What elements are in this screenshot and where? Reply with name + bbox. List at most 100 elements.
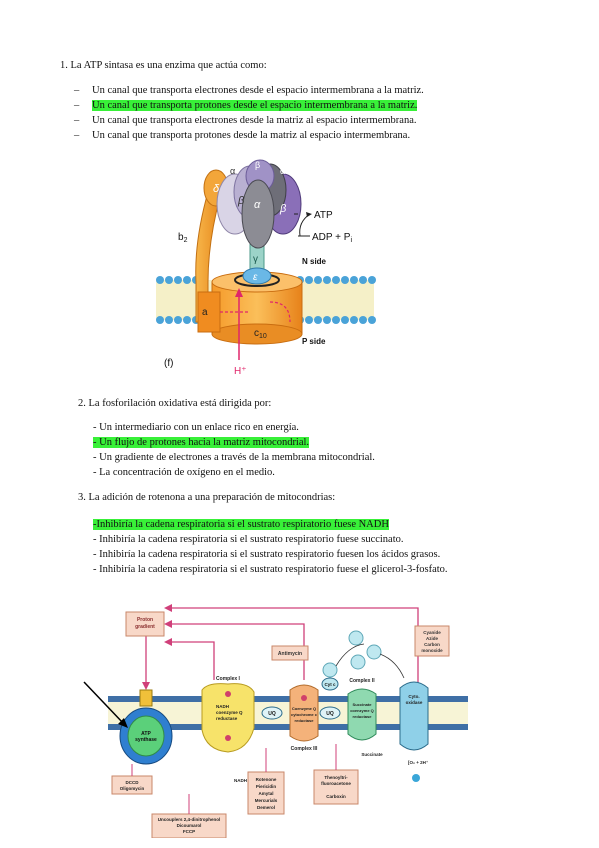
hplus-label: H⁺ <box>234 366 247 377</box>
inhibitor-lines <box>131 744 337 814</box>
cytochrome-c-circles <box>322 630 382 678</box>
cyanide-label: Cyanide <box>423 630 441 635</box>
q1-option-2: – Un canal que transporta protones desde … <box>74 99 418 113</box>
question-2-title: 2. La fosforilación oxidativa está dirig… <box>78 398 272 409</box>
option-dash: – <box>74 100 80 111</box>
complex-iii <box>289 684 319 742</box>
fluoroacetone-label: fluoroacetone <box>321 781 351 786</box>
q3-option-4: - Inhibiría la cadena respiratoria si el… <box>93 564 448 575</box>
q1-option-4: – Un canal que transporta protones desde … <box>74 129 410 143</box>
q1-option-1: – Un canal que transporta electrones desd… <box>74 84 424 98</box>
antimycin-label: Antimycin <box>278 651 302 657</box>
delta-label: δ <box>213 183 220 195</box>
q2-option-4: - La concentración de oxígeno en el medi… <box>93 467 275 478</box>
respiratory-chain-figure: Proton gradient Antimycin Cyanide Azide … <box>83 604 468 838</box>
question-3-title: 3. La adición de rotenona a una preparac… <box>78 492 336 503</box>
coq-box-label: cytochrome c <box>291 712 318 717</box>
carbon-label: Carbon <box>424 642 440 647</box>
dccd-box <box>111 775 153 795</box>
option-dash: – <box>74 85 80 96</box>
ubiquinone: UQ <box>261 706 283 720</box>
option-dash: – <box>74 130 80 141</box>
cyt-c-label: Cyt c <box>324 682 336 687</box>
dccd-label: DCCD <box>126 780 140 785</box>
oxygen-label: [O₂ + 2H⁺ <box>408 760 429 765</box>
atp-synthase-label: synthase <box>135 737 157 743</box>
epsilon-subunit <box>242 267 272 285</box>
complex-i-label: Complex I <box>216 676 241 682</box>
thenoyl-box <box>313 769 359 805</box>
dicoumarol-label: Dicoumarol <box>177 823 202 828</box>
q1-option-3: –Un canal que transporta electrones desd… <box>74 114 416 128</box>
rotenone-label: Rotenone <box>256 777 277 782</box>
c-ring <box>197 271 303 345</box>
f1-head <box>216 159 302 249</box>
p-side-label: P side <box>302 337 326 346</box>
beta-label: β <box>255 160 260 170</box>
epsilon-label: ε <box>253 272 258 283</box>
proton-flow-lines <box>142 604 419 700</box>
q2-option-2: - Un flujo de protones hacia la matriz m… <box>93 436 310 450</box>
piericidin-label: Piericidin <box>256 784 277 789</box>
q3-option-1: -Inhibiría la cadena respiratoria si el … <box>93 518 389 532</box>
uncouplers-box <box>151 813 227 838</box>
proton-gradient-label: Proton <box>137 617 153 623</box>
demerol-label: Demerol <box>257 805 275 810</box>
alpha-label: α <box>254 199 261 211</box>
complex-i <box>201 683 255 753</box>
option-text-highlighted: - Un flujo de protones hacia la matriz m… <box>93 437 310 448</box>
c10-label: c10 <box>254 328 267 340</box>
proton-path <box>220 288 291 360</box>
complex-iii-label: Complex III <box>291 746 318 752</box>
nadh-box-label: NADH <box>216 704 229 709</box>
q2-option-1: - Un intermediario con un enlace rico en… <box>93 422 299 433</box>
proton-gradient-label: gradient <box>135 624 155 630</box>
coq-box-label: reductase <box>295 718 315 723</box>
a-subunit-label: a <box>202 307 208 318</box>
cytochrome-oxidase <box>399 681 429 751</box>
atp-synthase <box>119 689 173 765</box>
succinate-label: Succinate <box>361 752 383 757</box>
mercurials-label: Mercurials <box>255 798 278 803</box>
option-text-highlighted: -Inhibiría la cadena respiratoria si el … <box>93 519 389 530</box>
proton-gradient-box <box>125 611 165 637</box>
alpha-label: α <box>230 166 235 176</box>
complex-ii-label: Complex II <box>349 678 375 684</box>
beta-label: β <box>279 203 287 215</box>
succ-box-label: reductase <box>353 714 373 719</box>
atp-label: ATP <box>314 210 333 221</box>
azide-label: Azide <box>426 636 438 641</box>
atp-synthase-figure: δ α β α β α β γ ε ATP ADP + Pi b2 N side… <box>156 159 376 377</box>
q2-option-3: - Un gradiente de electrones a través de… <box>93 452 375 463</box>
thenoyl-label: Thenoyltri- <box>324 775 348 780</box>
uq-label: UQ <box>326 711 334 717</box>
alpha-label: α <box>280 166 285 176</box>
cyto-oxidase-label: oxidase <box>406 700 423 705</box>
panel-label: (f) <box>164 358 173 369</box>
pointer-arrow <box>83 681 125 725</box>
succ-box-label: coenzyme Q <box>350 708 374 713</box>
gamma-label: γ <box>253 254 258 265</box>
adp-label: ADP + Pi <box>312 232 352 244</box>
nadh-box-label: reductase <box>216 716 238 721</box>
beta-label: β <box>237 195 245 207</box>
complex-ii <box>347 688 377 741</box>
cyto-oxidase-label: Cyto. <box>408 694 419 699</box>
option-text: Un canal que transporta electrones desde… <box>92 85 424 96</box>
fccp-label: FCCP <box>183 829 195 834</box>
option-text: Un canal que transporta protones desde l… <box>92 130 411 141</box>
n-side-label: N side <box>302 257 327 266</box>
carboxin-label: Carboxin <box>326 794 346 799</box>
water-icon <box>412 774 420 782</box>
option-dash: – <box>74 115 80 126</box>
succ-box-label: Succinate <box>353 702 373 707</box>
amytal-label: Amytal <box>258 791 273 796</box>
question-1-title: 1. La ATP sintasa es una enzima que actú… <box>60 60 267 71</box>
oligomycin-label: Oligomycin <box>120 786 145 791</box>
antimycin-box <box>271 645 309 661</box>
q3-option-2: - Inhibiría la cadena respiratoria si el… <box>93 534 404 545</box>
nadh-box-label: coenzyme Q <box>216 710 243 715</box>
option-text-highlighted: Un canal que transporta protones desde e… <box>92 100 418 111</box>
atp-synthase-label: ATP <box>141 731 151 737</box>
coq-box-label: Coenzyme Q <box>292 706 316 711</box>
